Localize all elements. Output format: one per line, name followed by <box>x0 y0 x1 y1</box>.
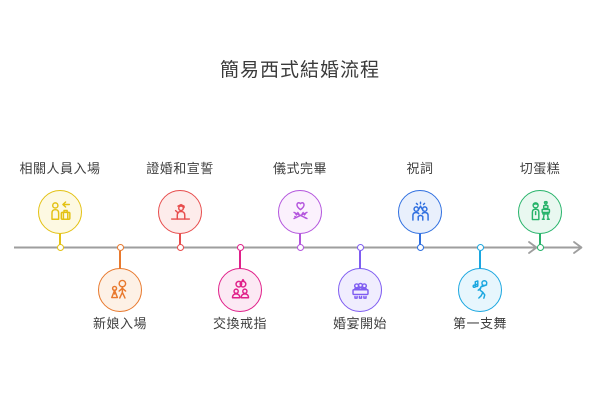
timeline-end-arrow-icon <box>573 241 583 254</box>
page-title: 簡易西式結婚流程 <box>219 60 380 81</box>
